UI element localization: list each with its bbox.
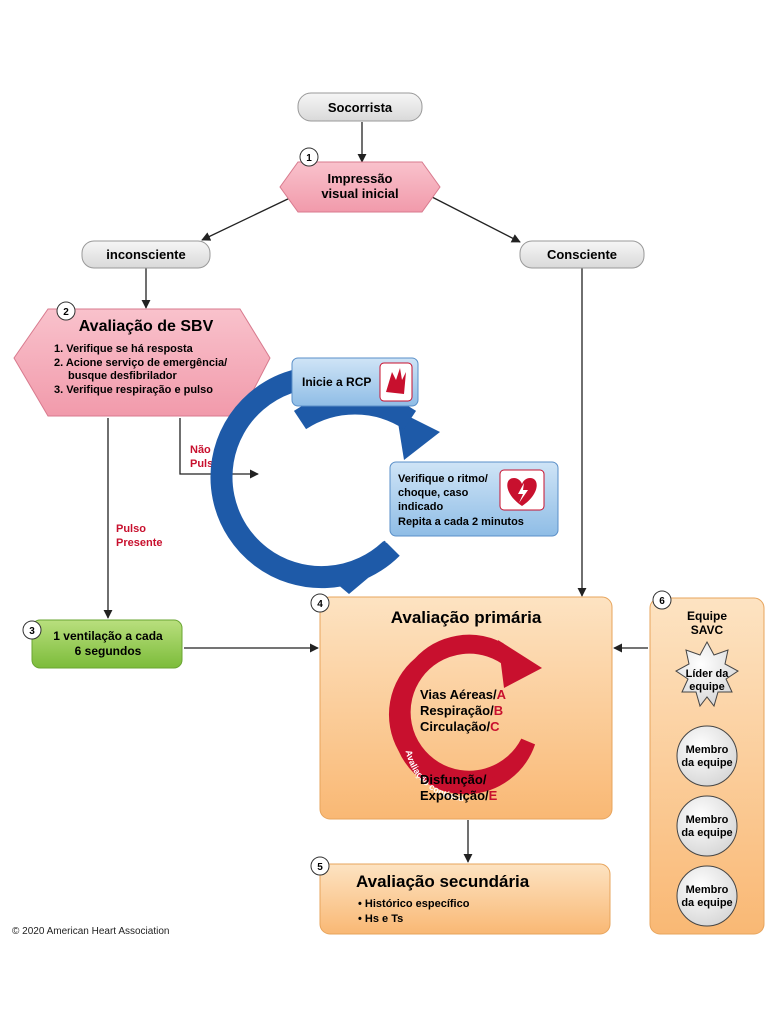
rhythm-line-3: indicado: [398, 501, 444, 513]
pulse-present-label-2: Presente: [116, 537, 162, 549]
bls-step-1: 1. Verifique se há resposta: [54, 343, 194, 355]
ventilation-line-2: 6 segundos: [75, 644, 142, 658]
start-cpr-label: Inicie a RCP: [302, 375, 371, 389]
unconscious-label: inconsciente: [106, 247, 185, 262]
primary-item-a: Vias Aéreas/A: [420, 687, 507, 702]
bls-assessment-node: Avaliação de SBV 1. Verifique se há resp…: [13, 301, 271, 417]
secondary-bullet-2: • Hs e Ts: [358, 913, 403, 925]
step-number-4: [310, 593, 330, 613]
ventilation-node: 1 ventilação a cada 6 segundos 3: [22, 619, 183, 669]
defibrillator-heart-icon: [499, 469, 545, 511]
bls-step-2b: busque desfibrilador: [68, 370, 178, 382]
step-number-4-label: 4: [317, 599, 323, 610]
arrow-impression-to-unconscious: [201, 196, 293, 241]
team-title-line-1: Equipe: [687, 609, 727, 623]
secondary-bullet-1: • Histórico específico: [358, 898, 470, 910]
rhythm-line-2: choque, caso: [398, 487, 469, 499]
team-member-2: Membro da equipe: [676, 795, 738, 857]
pulse-present-label-1: Pulso: [116, 523, 146, 535]
team-leader-star: Líder da equipe: [675, 640, 739, 708]
rescuer-node: Socorrista: [297, 92, 423, 122]
team-member-1-line-1: Membro: [686, 744, 729, 756]
conscious-node: Consciente: [519, 240, 645, 269]
team-member-3-line-2: da equipe: [681, 897, 732, 909]
team-member-3: Membro da equipe: [676, 865, 738, 927]
unconscious-node: inconsciente: [81, 240, 211, 269]
start-cpr-node: Inicie a RCP: [291, 357, 419, 407]
primary-item-e: Exposição/E: [420, 788, 498, 803]
primary-item-b: Respiração/B: [420, 703, 503, 718]
step-number-1-label: 1: [306, 153, 312, 164]
team-member-2-line-1: Membro: [686, 814, 729, 826]
connectors: [103, 122, 648, 863]
step-number-2-label: 2: [63, 307, 69, 318]
no-pulse-label-1: Não: [190, 444, 211, 456]
arrow-impression-to-conscious: [431, 196, 521, 243]
secondary-title: Avaliação secundária: [356, 872, 530, 891]
copyright-text: © 2020 American Heart Association: [12, 926, 170, 937]
rhythm-line-1: Verifique o ritmo/: [398, 473, 488, 485]
bls-step-3: 3. Verifique respiração e pulso: [54, 384, 213, 396]
rhythm-check-node: Verifique o ritmo/ choque, caso indicado…: [389, 461, 559, 537]
team-member-2-line-2: da equipe: [681, 827, 732, 839]
secondary-assessment-node: Avaliação secundária • Histórico específ…: [310, 856, 611, 935]
step-number-6: [652, 590, 672, 610]
step-number-5-label: 5: [317, 862, 323, 873]
team-member-1-line-2: da equipe: [681, 757, 732, 769]
team-member-3-line-1: Membro: [686, 884, 729, 896]
step-number-3-label: 3: [29, 626, 35, 637]
primary-title: Avaliação primária: [391, 608, 542, 627]
ventilation-line-1: 1 ventilação a cada: [53, 629, 163, 643]
initial-impression-node: Impressão visual inicial 1: [279, 147, 441, 213]
team-member-1: Membro da equipe: [676, 725, 738, 787]
team-title-line-2: SAVC: [691, 623, 724, 637]
rescuer-label: Socorrista: [328, 100, 393, 115]
initial-impression-line-2: visual inicial: [321, 186, 398, 201]
step-number-3: [22, 620, 42, 640]
primary-item-d: Disfunção/D: [420, 772, 496, 787]
team-leader-line-2: equipe: [689, 681, 724, 693]
continuous-assessment-arrowhead: [498, 640, 542, 688]
bls-step-2: 2. Acione serviço de emergência/: [54, 357, 227, 369]
conscious-label: Consciente: [547, 247, 617, 262]
primary-item-c: Circulação/C: [420, 719, 500, 734]
step-number-6-label: 6: [659, 596, 665, 607]
team-leader-line-1: Líder da: [686, 668, 730, 680]
rhythm-repeat: Repita a cada 2 minutos: [398, 516, 524, 528]
initial-impression-line-1: Impressão: [327, 171, 392, 186]
primary-assessment-node: Avaliação primária 4 Avaliação contínua …: [310, 593, 613, 820]
cpr-down-arrow-icon: [330, 566, 368, 594]
step-number-5: [310, 856, 330, 876]
step-number-2: [56, 301, 76, 321]
acls-team-panel: 6 Equipe SAVC Líder da equipe Membro da …: [649, 590, 765, 935]
cpr-hands-icon: [379, 362, 413, 402]
bls-title: Avaliação de SBV: [79, 318, 214, 335]
continuous-assessment-ring: [388, 634, 536, 795]
step-number-1: [299, 147, 319, 167]
